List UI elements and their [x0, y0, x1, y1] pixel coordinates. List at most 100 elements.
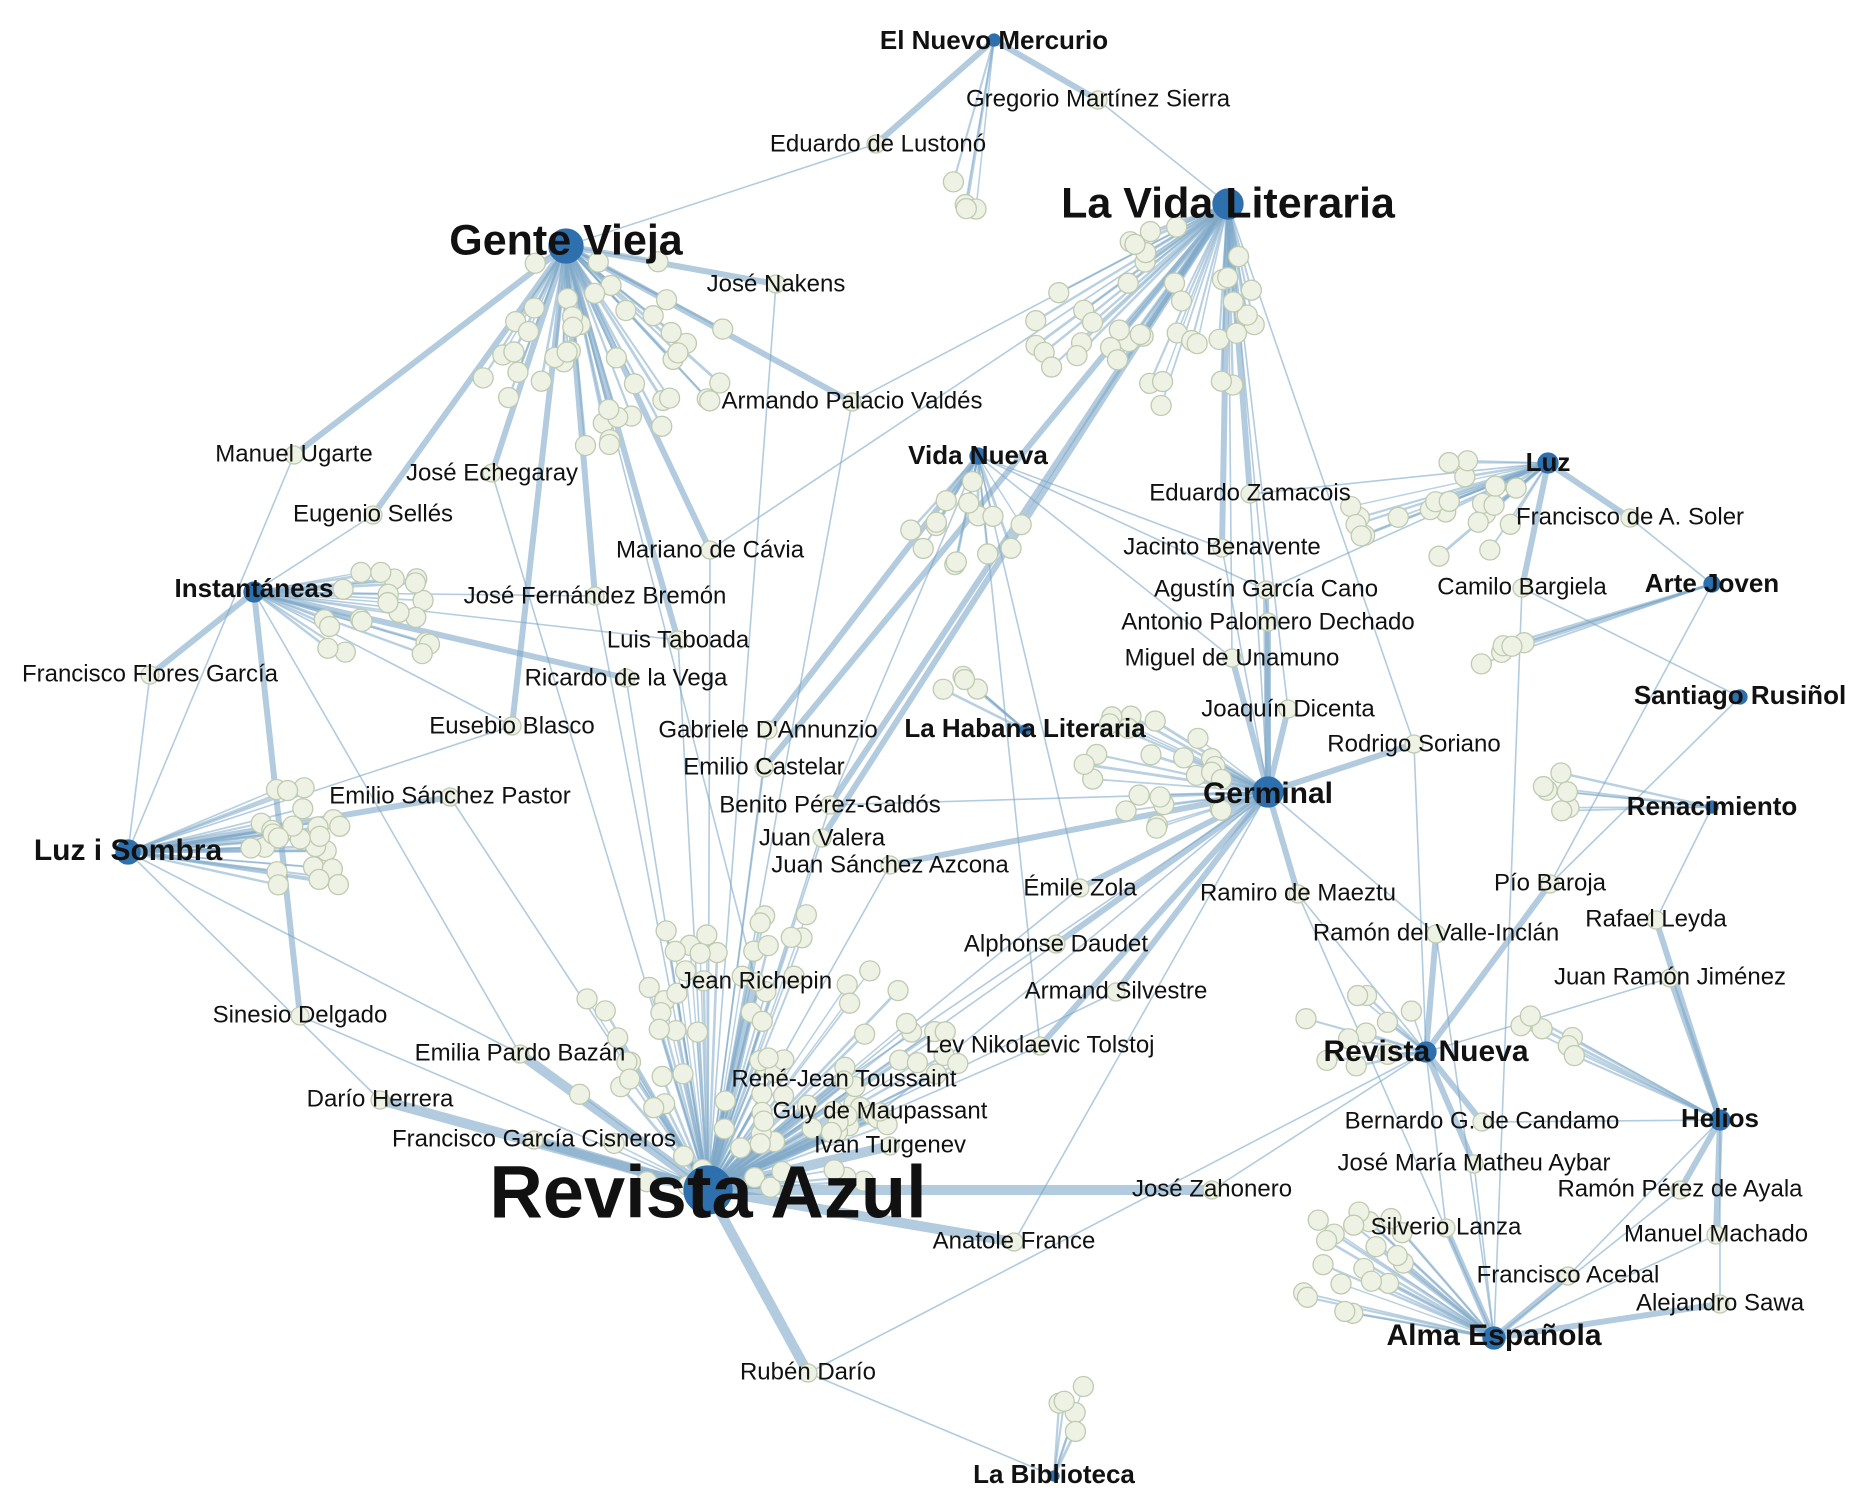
- leaf-node: [1343, 1214, 1365, 1236]
- leaf-node: [1391, 1222, 1413, 1244]
- edge-revista_nueva-silverio-lanza: [1425, 1051, 1447, 1229]
- magazine-node-arte-joven: [1703, 575, 1721, 593]
- author-node-rafael-leyda: [1646, 910, 1666, 930]
- author-node-jacinto-benavente: [1212, 538, 1232, 558]
- edge-vida_literaria-leaf: [1091, 202, 1230, 324]
- author-label-bernardo-g-de-candamo: Bernardo G. de Candamo: [1345, 1107, 1620, 1134]
- magazine-label-el-nuevo-mercurio: El Nuevo Mercurio: [880, 25, 1108, 55]
- magazine-node-instantaneas: [243, 581, 265, 603]
- leaf-node: [647, 251, 669, 273]
- leaf-node: [1172, 747, 1195, 769]
- leaf-node: [648, 1018, 670, 1040]
- edge-gente_vieja-eduardo-de-lustono: [565, 143, 877, 247]
- leaf-node: [1307, 1209, 1329, 1231]
- leaf-node: [1081, 311, 1104, 334]
- author-node-ruben-dario: [798, 1363, 818, 1383]
- leaf-node: [925, 511, 948, 533]
- author-node-sinesio-delgado: [290, 1006, 310, 1026]
- leaf-node: [1124, 233, 1146, 255]
- author-label-antonio-palomero-dechado: Antonio Palomero Dechado: [1121, 608, 1415, 635]
- author-label-ramon-del-valle-inclan: Ramón del Valle-Inclán: [1313, 919, 1559, 946]
- leaf-node: [370, 561, 392, 584]
- leaf-node: [1010, 514, 1032, 536]
- author-label-armando-palacio-valdes: Armando Palacio Valdés: [721, 387, 982, 414]
- author-node-agustin-garcia-cano: [1256, 580, 1276, 600]
- author-node-emilio-castelar: [754, 758, 774, 778]
- leaf-node: [709, 372, 731, 394]
- leaf-node: [655, 289, 678, 311]
- edge-luz_i_sombra-leaf: [126, 789, 289, 854]
- edge-alma_espanola-leaf: [1317, 1219, 1495, 1339]
- edge-revista_azul-armando-palacio-valdes: [707, 401, 853, 1191]
- leaf-node: [759, 1176, 782, 1198]
- magazine-node-helios: [1709, 1109, 1731, 1131]
- leaf-node: [1350, 525, 1372, 547]
- edge-la_biblioteca-leaf: [1052, 1400, 1066, 1478]
- leaf-node: [517, 320, 540, 343]
- magazine-label-vida-nueva: Vida Nueva: [908, 440, 1048, 470]
- edge-la_biblioteca-ruben-dario: [807, 1372, 1055, 1477]
- author-label-rafael-leyda: Rafael Leyda: [1585, 905, 1727, 932]
- leaf-node: [334, 641, 356, 663]
- magazine-label-revista-azul: Revista Azul: [489, 1151, 926, 1234]
- leaf-node: [1139, 220, 1162, 243]
- leaf-node: [942, 171, 965, 193]
- author-node-eduardo-de-lustono: [866, 134, 886, 154]
- edge-luz-leaf: [1349, 462, 1549, 508]
- leaf-node: [696, 924, 718, 946]
- edge-luz_i_sombra-leaf: [127, 851, 334, 870]
- leaf-node: [1532, 775, 1555, 798]
- author-label-luis-taboada: Luis Taboada: [607, 626, 750, 653]
- leaf-node: [686, 1021, 709, 1043]
- author-label-joaquin-dicenta: Joaquín Dicenta: [1201, 695, 1375, 722]
- author-node-joaquin-dicenta: [1278, 699, 1298, 719]
- leaf-node: [332, 578, 354, 600]
- leaf-node: [666, 982, 688, 1004]
- magazine-label-alma-espanola: Alma Española: [1386, 1319, 1601, 1352]
- edge-vida_nueva-miguel-de-unamuno: [977, 455, 1233, 659]
- leaf-node: [556, 287, 579, 310]
- leaf-node: [651, 415, 673, 437]
- leaf-node: [530, 370, 552, 392]
- magazine-node-la-vida-literaria: [1212, 188, 1244, 220]
- magazine-label-revista-nueva: Revista Nueva: [1323, 1035, 1528, 1068]
- leaf-node: [934, 1021, 956, 1043]
- edge-santiago_rusinol-camilo-bargiela: [1521, 587, 1741, 698]
- author-node-rodrigo-soriano: [1404, 734, 1424, 754]
- leaf-node: [655, 920, 677, 942]
- leaf-node: [317, 637, 339, 659]
- edge-germinal-ramiro-de-maeztu: [1265, 789, 1301, 897]
- leaf-node: [955, 197, 977, 220]
- author-label-alejandro-sawa: Alejandro Sawa: [1636, 1289, 1805, 1316]
- edge-gente_vieja-luis-taboada: [563, 243, 681, 643]
- author-node-layer: [140, 90, 1730, 1383]
- leaf-node: [276, 779, 299, 802]
- author-label-agustin-garcia-cano: Agustín García Cano: [1154, 575, 1378, 602]
- leaf-node: [1337, 1028, 1360, 1050]
- leaf-node: [887, 979, 909, 1002]
- magazine-node-renacimiento: [1705, 800, 1719, 814]
- author-label-gregorio-martinez-sierra: Gregorio Martínez Sierra: [966, 85, 1231, 112]
- leaf-node: [1166, 216, 1188, 238]
- magazine-node-layer: [115, 33, 1748, 1482]
- leaf-node: [1064, 1420, 1087, 1443]
- author-node-ramon-perez-de-ayala: [1670, 1180, 1690, 1200]
- leaf-node: [607, 1027, 629, 1049]
- magazine-label-germinal: Germinal: [1203, 777, 1333, 810]
- edge-luz-leaf: [1509, 462, 1549, 526]
- author-label-juan-ramon-jimenez: Juan Ramón Jiménez: [1554, 963, 1786, 990]
- author-label-emilia-pardo-bazan: Emilia Pardo Bazán: [415, 1039, 626, 1066]
- leaf-node: [947, 1052, 969, 1075]
- edge-renacimiento-leaf: [1566, 790, 1713, 808]
- edge-instantaneas-leaf: [253, 571, 362, 593]
- edge-instantaneas-francisco-flores-garcia: [147, 589, 257, 678]
- author-label-jose-zahonero: José Zahonero: [1132, 1175, 1292, 1202]
- edge-vida_literaria-joaquin-dicenta: [1227, 203, 1289, 710]
- leaf-node: [1376, 1011, 1399, 1033]
- magazine-label-santiago-rusinol: Santiago Rusiñol: [1634, 680, 1846, 710]
- leaf-node: [587, 251, 609, 273]
- leaf-node: [1144, 710, 1166, 732]
- edge-revista_nueva-ramon-del-valle-inclan: [1423, 931, 1439, 1055]
- author-node-armand-silvestre: [1106, 982, 1126, 1002]
- author-node-francisco-acebal: [1558, 1266, 1578, 1286]
